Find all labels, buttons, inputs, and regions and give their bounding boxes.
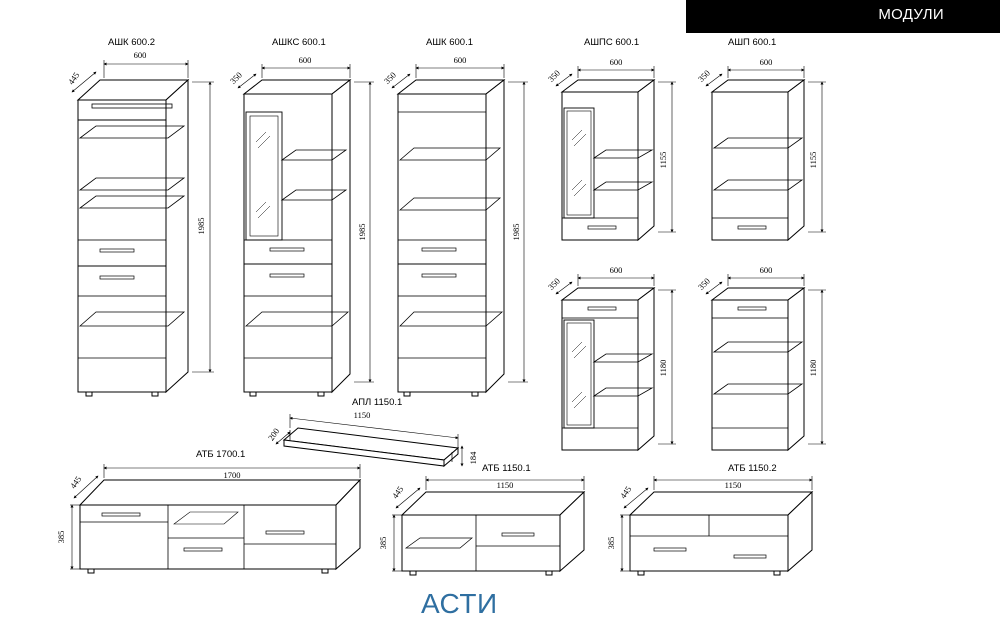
width-dim: 1150 xyxy=(497,480,514,490)
height-dim: 385 xyxy=(56,531,66,544)
module-atb-1700-1 xyxy=(78,478,362,574)
module-atb-1150-1 xyxy=(400,490,586,576)
width-dim: 1150 xyxy=(354,410,371,420)
module-ashks-600-1 xyxy=(242,78,352,397)
depth-dim: 350 xyxy=(228,70,244,86)
depth-dim: 445 xyxy=(66,70,82,86)
module-glass-cabinet-1180 xyxy=(560,287,656,452)
width-dim: 600 xyxy=(610,265,623,275)
module-code: АШК 600.2 xyxy=(108,37,155,48)
dimensions-ashp-600-1 xyxy=(705,66,826,233)
height-dim: 1180 xyxy=(808,360,818,377)
dimensions-glass-cabinet-1180 xyxy=(555,274,676,445)
height-dim: 1155 xyxy=(658,152,668,169)
module-code: АТБ 1150.2 xyxy=(728,463,777,474)
module-atb-1150-2 xyxy=(628,490,814,576)
module-open-cabinet-1180 xyxy=(710,287,806,452)
height-dim: 385 xyxy=(606,537,616,550)
height-dim: 1985 xyxy=(196,218,206,235)
dimensions-apl-1150-1 xyxy=(275,414,464,467)
depth-dim: 350 xyxy=(696,68,712,84)
section-banner: МОДУЛИ xyxy=(686,0,1000,33)
width-dim: 1150 xyxy=(725,480,742,490)
depth-dim: 350 xyxy=(696,276,712,292)
section-label: МОДУЛИ xyxy=(878,6,944,23)
height-dim: 184 xyxy=(468,451,478,465)
dimensions-ashks-600-1 xyxy=(237,64,374,383)
width-dim: 1700 xyxy=(224,470,241,480)
module-code: АШПС 600.1 xyxy=(584,37,639,48)
height-dim: 385 xyxy=(378,537,388,550)
dimensions-ashps-600-1 xyxy=(555,66,676,233)
depth-dim: 445 xyxy=(68,474,84,490)
width-dim: 600 xyxy=(760,265,773,275)
collection-name: АСТИ xyxy=(421,588,498,619)
dimensions-ashk-600-2 xyxy=(71,60,214,373)
width-dim: 600 xyxy=(299,55,312,65)
module-code: АПЛ 1150.1 xyxy=(352,397,402,408)
width-dim: 600 xyxy=(760,57,773,67)
module-ashp-600-1 xyxy=(710,79,806,242)
module-code: АШКС 600.1 xyxy=(272,37,326,48)
dimensions-atb-1150-1 xyxy=(392,476,585,572)
depth-dim: 350 xyxy=(382,70,398,86)
dimensions-ashk-600-1 xyxy=(391,64,528,383)
depth-dim: 445 xyxy=(618,484,634,500)
depth-dim: 200 xyxy=(266,426,282,442)
width-dim: 600 xyxy=(134,50,147,60)
dimensions-atb-1700-1 xyxy=(70,464,361,570)
depth-dim: 350 xyxy=(546,68,562,84)
module-ashk-600-1 xyxy=(396,78,506,397)
dimensions-atb-1150-2 xyxy=(620,476,813,572)
height-dim: 1985 xyxy=(357,224,367,241)
module-code: АШК 600.1 xyxy=(426,37,473,48)
module-code: АТБ 1150.1 xyxy=(482,463,531,474)
height-dim: 1180 xyxy=(658,360,668,377)
depth-dim: 350 xyxy=(546,276,562,292)
width-dim: 600 xyxy=(610,57,623,67)
module-ashk-600-2 xyxy=(76,78,190,397)
height-dim: 1155 xyxy=(808,152,818,169)
width-dim: 600 xyxy=(454,55,467,65)
module-apl-1150-1 xyxy=(282,427,460,468)
module-code: АШП 600.1 xyxy=(728,37,776,48)
height-dim: 1985 xyxy=(511,224,521,241)
dimensions-open-cabinet-1180 xyxy=(705,274,826,445)
depth-dim: 445 xyxy=(390,484,406,500)
module-ashps-600-1 xyxy=(560,79,656,242)
module-code: АТБ 1700.1 xyxy=(196,449,245,460)
